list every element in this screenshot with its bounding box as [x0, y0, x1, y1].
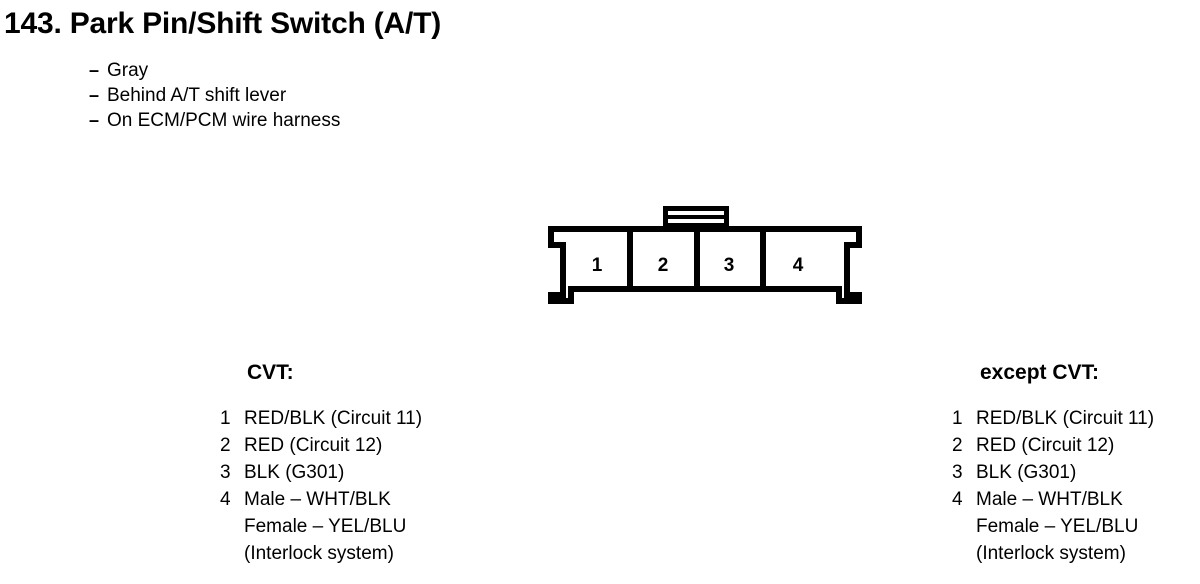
- legend-row: 1 RED/BLK (Circuit 11): [952, 405, 1154, 432]
- note-text: On ECM/PCM wire harness: [107, 110, 341, 131]
- connector-pin-3-label: 3: [724, 255, 735, 276]
- legend-row: 4 Male – WHT/BLK Female – YEL/BLU (Inter…: [952, 486, 1154, 567]
- page-title: 143. Park Pin/Shift Switch (A/T): [4, 7, 442, 40]
- connector-svg: 1 2 3 4: [548, 206, 862, 304]
- legend-row: 1 RED/BLK (Circuit 11): [220, 405, 422, 432]
- legend-line: Male – WHT/BLK: [976, 489, 1123, 510]
- legend-line: RED (Circuit 12): [244, 435, 383, 456]
- legend-line: Female – YEL/BLU: [244, 516, 407, 537]
- connector-pin-1-label: 1: [592, 255, 603, 276]
- connector-shell-outline: [548, 226, 862, 304]
- legend-pin-number: 2: [952, 435, 963, 456]
- pin-legend-cvt: CVT: 1 RED/BLK (Circuit 11) 2 RED (Circu…: [220, 360, 422, 567]
- connector-pin-4-label: 4: [793, 255, 804, 276]
- legend-line: BLK (G301): [244, 462, 345, 483]
- connector-divider: [694, 232, 700, 286]
- legend-pin-detail: RED/BLK (Circuit 11): [976, 405, 1154, 432]
- legend-pin-number: 3: [220, 462, 231, 483]
- legend-line: Female – YEL/BLU: [976, 516, 1139, 537]
- note-item: – Gray: [89, 58, 340, 83]
- legend-row: 2 RED (Circuit 12): [952, 432, 1154, 459]
- legend-line: RED/BLK (Circuit 11): [976, 408, 1155, 429]
- legend-pin-number: 4: [220, 489, 231, 510]
- legend-line: (Interlock system): [976, 543, 1126, 564]
- connector-diagram: 1 2 3 4: [540, 196, 870, 316]
- legend-row: 2 RED (Circuit 12): [220, 432, 422, 459]
- legend-heading: except CVT:: [980, 361, 1100, 384]
- connector-pin-2-label: 2: [658, 255, 669, 276]
- legend-pin-number: 1: [952, 408, 963, 429]
- note-item: – Behind A/T shift lever: [89, 83, 340, 108]
- legend-row: 3 BLK (G301): [220, 459, 422, 486]
- note-dash-icon: –: [89, 60, 100, 80]
- notes-list: – Gray – Behind A/T shift lever – On ECM…: [89, 58, 340, 133]
- legend-line: RED (Circuit 12): [976, 435, 1115, 456]
- legend-pin-detail: BLK (G301): [244, 459, 344, 486]
- note-text: Gray: [107, 60, 149, 81]
- legend-pin-number: 1: [220, 408, 231, 429]
- legend-pin-number: 2: [220, 435, 231, 456]
- legend-pin-detail: RED (Circuit 12): [976, 432, 1114, 459]
- connector-divider: [627, 232, 633, 286]
- note-dash-icon: –: [89, 85, 100, 105]
- note-item: – On ECM/PCM wire harness: [89, 108, 340, 133]
- legend-line: Male – WHT/BLK: [244, 489, 391, 510]
- connector-divider: [760, 232, 766, 286]
- legend-pin-detail: RED/BLK (Circuit 11): [244, 405, 422, 432]
- legend-row: 4 Male – WHT/BLK Female – YEL/BLU (Inter…: [220, 486, 422, 567]
- legend-row: 3 BLK (G301): [952, 459, 1154, 486]
- legend-pin-detail: BLK (G301): [976, 459, 1076, 486]
- legend-pin-number: 3: [952, 462, 963, 483]
- pin-legend-except-cvt: except CVT: 1 RED/BLK (Circuit 11) 2 RED…: [952, 360, 1154, 567]
- legend-pin-detail: Male – WHT/BLK Female – YEL/BLU (Interlo…: [976, 486, 1138, 567]
- note-text: Behind A/T shift lever: [107, 85, 287, 106]
- connector-latch-tab-icon: [663, 206, 729, 228]
- legend-heading: CVT:: [247, 361, 294, 384]
- note-dash-icon: –: [89, 110, 100, 130]
- legend-line: (Interlock system): [244, 543, 394, 564]
- legend-line: BLK (G301): [976, 462, 1077, 483]
- legend-line: RED/BLK (Circuit 11): [244, 408, 423, 429]
- legend-pin-detail: RED (Circuit 12): [244, 432, 382, 459]
- legend-pin-number: 4: [952, 489, 963, 510]
- legend-pin-detail: Male – WHT/BLK Female – YEL/BLU (Interlo…: [244, 486, 406, 567]
